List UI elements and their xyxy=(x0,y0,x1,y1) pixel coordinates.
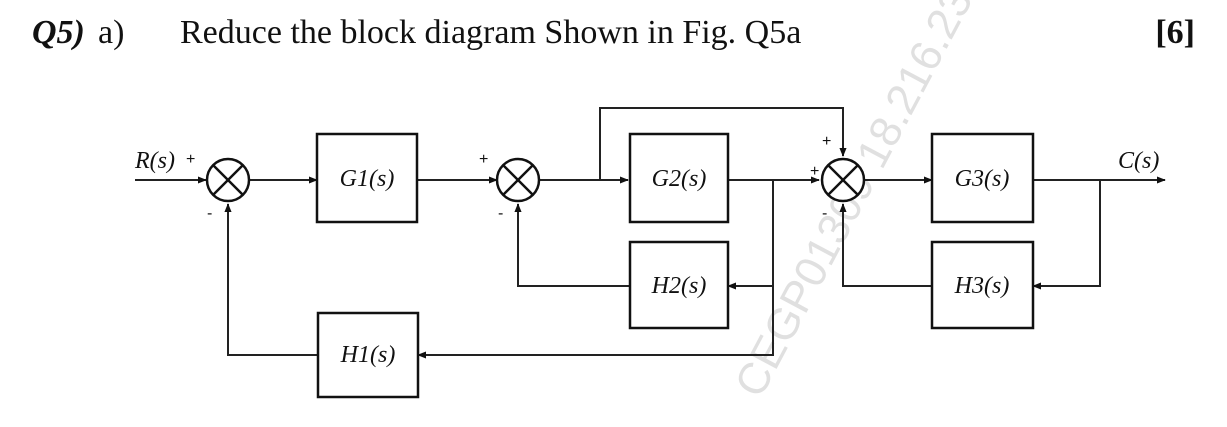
wire-h2-s2 xyxy=(514,203,630,287)
block-h1-label: H1(s) xyxy=(340,342,396,368)
wire-h1-s1 xyxy=(224,203,318,356)
wire-h2-tap xyxy=(727,180,774,290)
sign-s1-in: + xyxy=(186,151,195,168)
block-h1: H1(s) xyxy=(316,311,420,399)
question-text: Reduce the block diagram Shown in Fig. Q… xyxy=(180,14,802,51)
block-g3-label: G3(s) xyxy=(955,166,1010,192)
block-h2: H2(s) xyxy=(628,240,730,330)
sign-s2-fb: - xyxy=(498,205,503,222)
sign-s3-fb: - xyxy=(822,205,827,222)
block-h3: H3(s) xyxy=(930,240,1035,330)
summing-junction-2 xyxy=(495,157,541,203)
block-g2-label: G2(s) xyxy=(652,166,707,192)
wire-h1-tap xyxy=(417,286,774,359)
sign-s3-left: + xyxy=(810,163,819,180)
sign-s1-fb: - xyxy=(207,205,212,222)
block-h3-label: H3(s) xyxy=(954,273,1010,299)
wire-feedforward xyxy=(599,107,847,180)
question-number: Q5) xyxy=(32,14,85,51)
input-label: R(s) xyxy=(134,148,175,174)
sign-s3-top: + xyxy=(822,133,831,150)
sign-s2-in: + xyxy=(479,151,488,168)
block-g3: G3(s) xyxy=(930,132,1035,224)
question-marks: [6] xyxy=(1155,14,1195,51)
block-h2-label: H2(s) xyxy=(651,273,707,299)
block-g1-label: G1(s) xyxy=(340,166,395,192)
summing-junction-3 xyxy=(820,157,866,203)
question-part: a) xyxy=(98,14,125,51)
wire-h3-s3 xyxy=(839,203,932,287)
block-g2: G2(s) xyxy=(628,132,730,224)
output-label: C(s) xyxy=(1118,148,1159,174)
summing-junction-1 xyxy=(205,157,251,203)
wire-h3-tap xyxy=(1032,180,1101,290)
block-g1: G1(s) xyxy=(315,132,419,224)
